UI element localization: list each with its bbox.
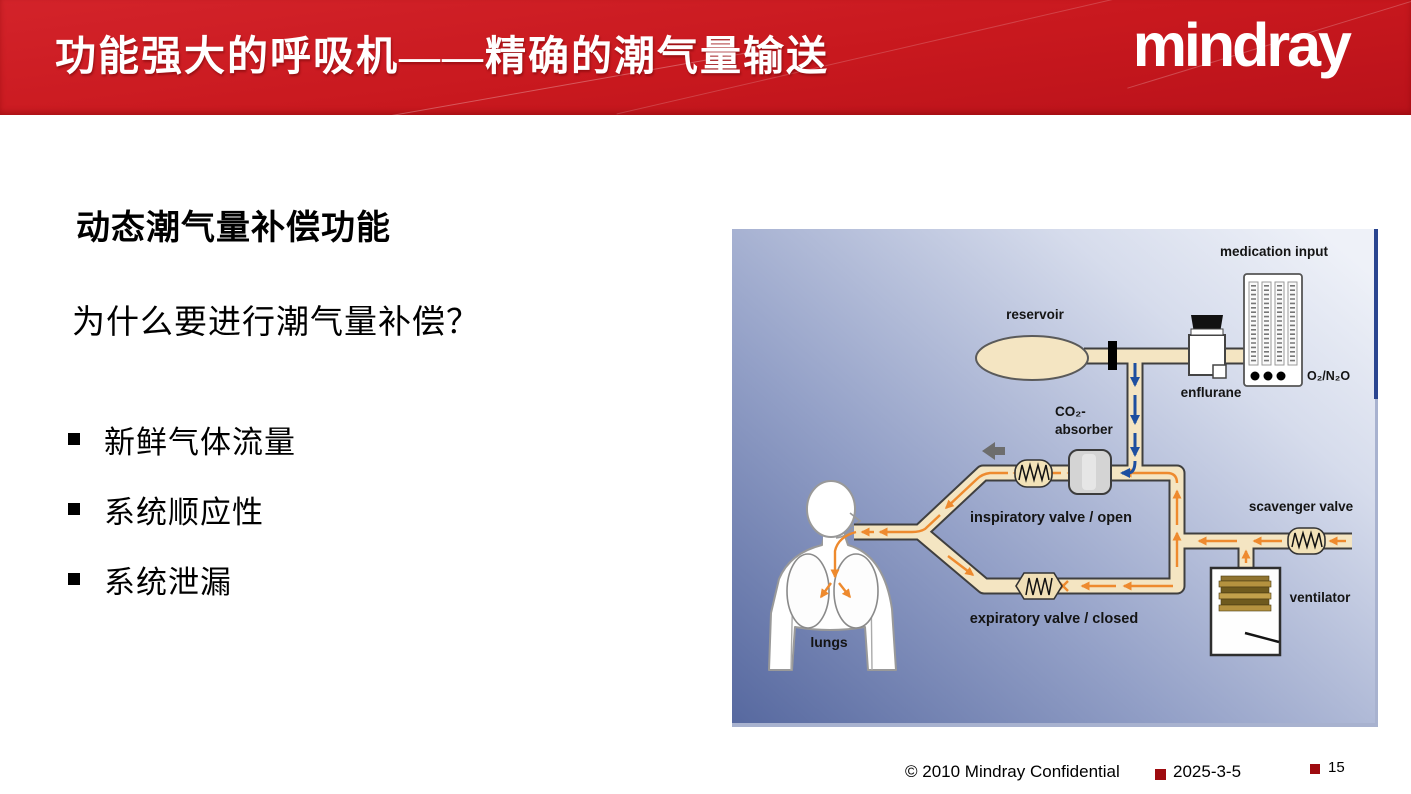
co2-absorber-canister: [1068, 449, 1112, 495]
diagram-border-bottom: [732, 723, 1378, 727]
label-ventilator: ventilator: [1290, 590, 1352, 605]
footer-date: 2025-3-5: [1173, 762, 1242, 781]
label-lungs: lungs: [810, 634, 848, 650]
bullet-text: 系统顺应性: [104, 494, 264, 530]
breathing-circuit-diagram: medication input O₂/N₂O reservoir enflur…: [732, 229, 1378, 727]
enflurane-vaporizer: [1188, 315, 1227, 379]
question-text: 为什么要进行潮气量补偿？: [72, 305, 480, 341]
patient-head: [806, 480, 856, 538]
label-inspiratory-valve: inspiratory valve / open: [970, 510, 1132, 526]
footer-copyright: © 2010 Mindray Confidential: [905, 762, 1120, 781]
label-enflurane: enflurane: [1181, 385, 1242, 400]
square-bullet-icon: [68, 503, 80, 515]
label-o2-n2o: O₂/N₂O: [1307, 369, 1350, 383]
mindray-logo: mindray: [1132, 11, 1352, 79]
ventilator-unit: [1209, 566, 1282, 657]
section-heading: 动态潮气量补偿功能: [76, 210, 391, 247]
list-item: 系统泄漏: [68, 558, 296, 600]
bullet-text: 新鲜气体流量: [104, 424, 296, 460]
diagram-border-right: [1375, 399, 1378, 727]
square-bullet-icon: [68, 573, 80, 585]
direction-arrow-left-icon: [982, 442, 1005, 460]
label-co2-absorber-line2: absorber: [1055, 422, 1114, 437]
lung-left: [786, 553, 830, 629]
footer-page-marker-icon: [1310, 764, 1320, 774]
patient-figure: [768, 480, 897, 671]
diagram-border-right-dark: [1374, 229, 1378, 399]
lung-right: [833, 553, 879, 629]
scavenger-valve-component: [1287, 527, 1326, 555]
ventilator-bellows: [1218, 575, 1272, 612]
tube-shutoff-mark: [1108, 341, 1117, 370]
bullet-text: 系统泄漏: [104, 564, 232, 600]
label-medication-input: medication input: [1220, 244, 1329, 259]
label-reservoir: reservoir: [1006, 307, 1065, 322]
label-scavenger-valve: scavenger valve: [1249, 499, 1354, 514]
expiratory-valve: [1015, 572, 1063, 600]
bullet-list: 新鲜气体流量 系统顺应性 系统泄漏: [68, 418, 296, 628]
slide-title: 功能强大的呼吸机——精确的潮气量输送: [55, 33, 829, 79]
square-bullet-icon: [68, 433, 80, 445]
inspiratory-valve: [1014, 459, 1053, 488]
page-number: 15: [1328, 759, 1345, 776]
flowmeter-knobs: [1250, 371, 1286, 381]
list-item: 新鲜气体流量: [68, 418, 296, 460]
header-banner: 功能强大的呼吸机——精确的潮气量输送 mindray: [0, 0, 1411, 127]
flowmeter-bank: [1243, 273, 1303, 387]
reservoir-bag: [975, 335, 1089, 381]
label-expiratory-valve: expiratory valve / closed: [970, 611, 1138, 627]
footer-date-marker-icon: [1155, 769, 1166, 780]
label-co2-absorber-line1: CO₂-: [1055, 404, 1086, 419]
fresh-gas-flow-arrows: [1120, 363, 1140, 478]
list-item: 系统顺应性: [68, 488, 296, 530]
